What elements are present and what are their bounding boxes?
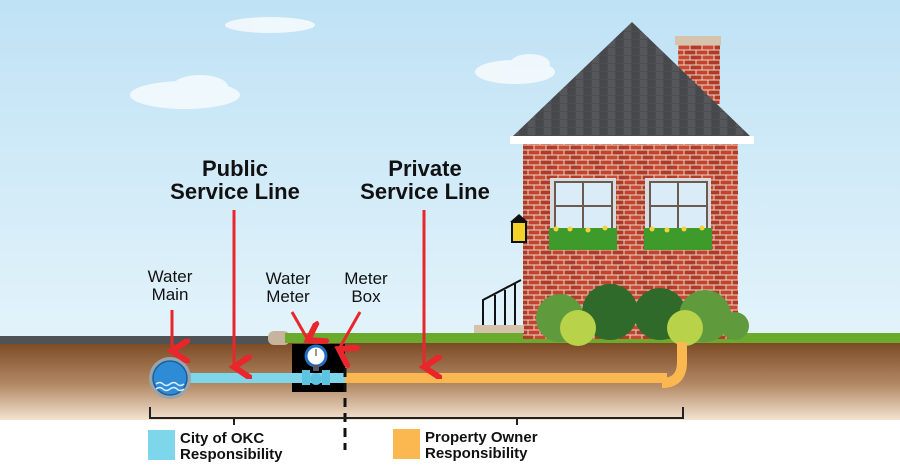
legend-label-city: City of OKC Responsibility xyxy=(180,430,283,463)
bushes xyxy=(536,284,749,346)
house xyxy=(474,22,754,346)
private-pipe xyxy=(345,373,667,383)
water-meter-arrow xyxy=(290,311,308,340)
responsibility-bracket xyxy=(149,407,684,425)
step xyxy=(474,325,524,333)
water-meter-icon xyxy=(290,344,345,385)
water-main-label: Water Main xyxy=(147,267,193,304)
street xyxy=(0,336,280,344)
legend-label-owner: Property Owner Responsibility xyxy=(425,429,538,462)
stair-railing xyxy=(482,279,522,325)
meter-box-label: Meter Box xyxy=(344,269,388,306)
private-pipe-riser xyxy=(661,342,687,388)
window-right xyxy=(644,178,712,250)
curb xyxy=(268,331,290,345)
legend-swatch-city xyxy=(148,430,175,460)
meter-box-arrow xyxy=(339,311,362,349)
water-meter-label: Water Meter xyxy=(265,269,311,306)
window-left xyxy=(549,178,617,250)
legend-swatch-owner xyxy=(393,429,420,459)
public-service-line-label: Public Service Line xyxy=(170,156,300,205)
water-main-icon xyxy=(149,357,191,399)
sky xyxy=(0,0,900,340)
clouds xyxy=(130,17,555,109)
roof xyxy=(513,22,750,136)
wall-lamp-icon xyxy=(510,214,528,243)
private-service-line-label: Private Service Line xyxy=(360,156,490,205)
